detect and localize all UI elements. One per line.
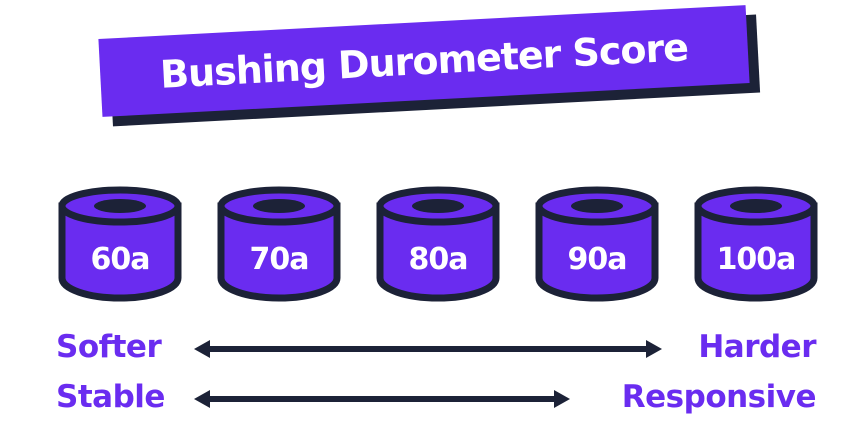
bushing-cylinder-icon <box>376 186 500 302</box>
bushing-70a: 70a <box>217 186 341 304</box>
bushing-label: 90a <box>567 242 628 277</box>
bushing-60a: 60a <box>58 186 182 304</box>
bushing-cylinder-icon <box>535 186 659 302</box>
bushing-90a: 90a <box>535 186 659 304</box>
bushing-cylinder-icon <box>58 186 182 302</box>
bushing-cylinder-icon <box>217 186 341 302</box>
bushing-label: 70a <box>249 242 310 277</box>
double-arrow-icon <box>194 390 570 408</box>
scale-responsive-label: Responsive <box>621 379 817 415</box>
scale-harder-label: Harder <box>698 329 816 365</box>
page-title: Bushing Durometer Score <box>158 25 690 97</box>
bushing-label: 100a <box>716 242 797 277</box>
double-arrow-icon <box>194 340 662 358</box>
bushing-80a: 80a <box>376 186 500 304</box>
bushing-cylinder-icon <box>694 186 818 302</box>
scale-stable-label: Stable <box>56 379 165 415</box>
bushing-label: 80a <box>408 242 469 277</box>
bushing-100a: 100a <box>694 186 818 304</box>
scale-softer-label: Softer <box>56 329 162 365</box>
bushing-label: 60a <box>90 242 151 277</box>
title-banner: Bushing Durometer Score <box>98 5 761 127</box>
